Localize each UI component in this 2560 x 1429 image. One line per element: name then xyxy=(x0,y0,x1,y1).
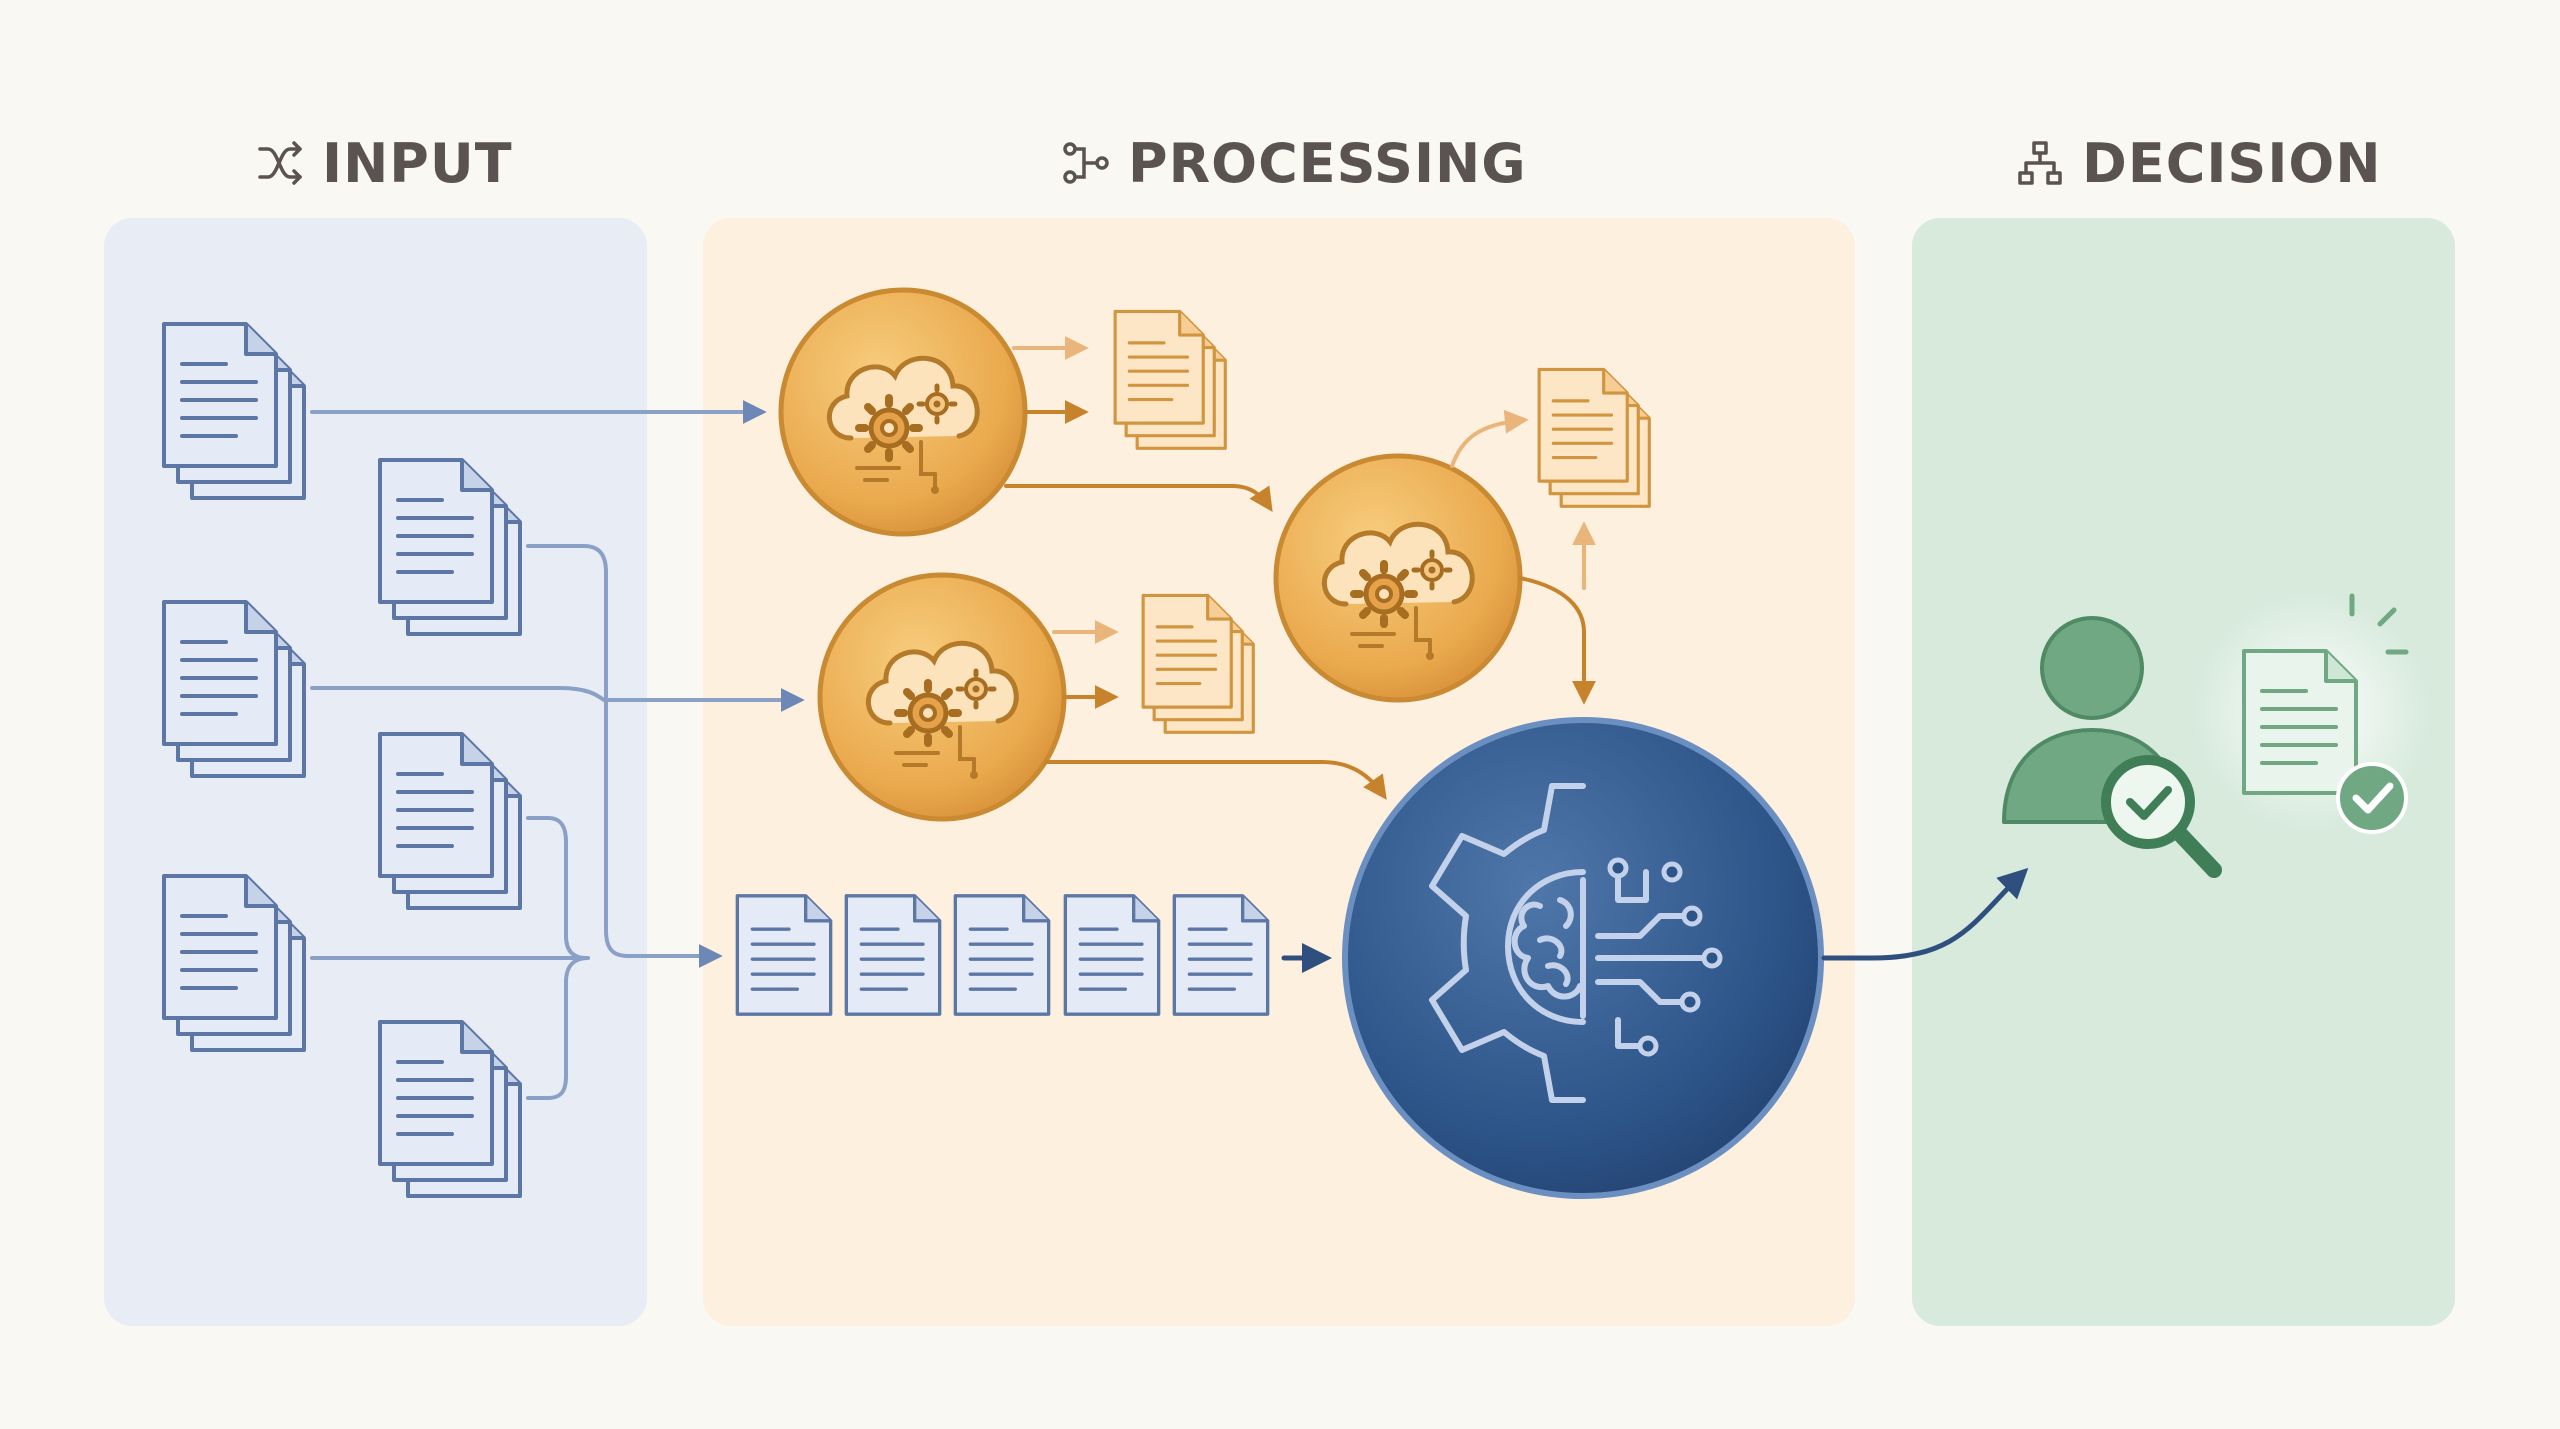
cloud-processor-2 xyxy=(817,572,1067,822)
document-queue xyxy=(735,893,1270,1017)
input-title: INPUT xyxy=(322,131,513,195)
check-badge-icon xyxy=(2336,762,2408,834)
decision-arrow xyxy=(1821,867,2029,961)
shuffle-icon xyxy=(258,141,302,185)
input-heading: INPUT xyxy=(256,128,513,198)
processing-title: PROCESSING xyxy=(1128,131,1527,195)
queued-document xyxy=(1172,893,1270,1017)
processing-heading: PROCESSING xyxy=(1062,128,1527,198)
input-connectors xyxy=(310,400,805,1100)
hierarchy-icon xyxy=(2018,141,2062,185)
flow-nodes-icon xyxy=(1063,142,1109,184)
approved-document xyxy=(2192,592,2432,834)
cloud-processor-3 xyxy=(1273,453,1523,703)
processing-connectors xyxy=(1004,336,1596,800)
queued-document xyxy=(735,893,833,1017)
decision-title: DECISION xyxy=(2082,131,2382,195)
reviewer xyxy=(2002,616,2222,878)
queued-document xyxy=(953,893,1051,1017)
decision-heading: DECISION xyxy=(2016,128,2382,198)
magnify-check-icon xyxy=(2101,755,2222,878)
ai-engine xyxy=(1342,717,1824,1199)
queued-document xyxy=(844,893,942,1017)
cloud-processor-1 xyxy=(778,287,1028,537)
brain-gear-icon xyxy=(1429,783,1707,1103)
queued-document xyxy=(1063,893,1161,1017)
